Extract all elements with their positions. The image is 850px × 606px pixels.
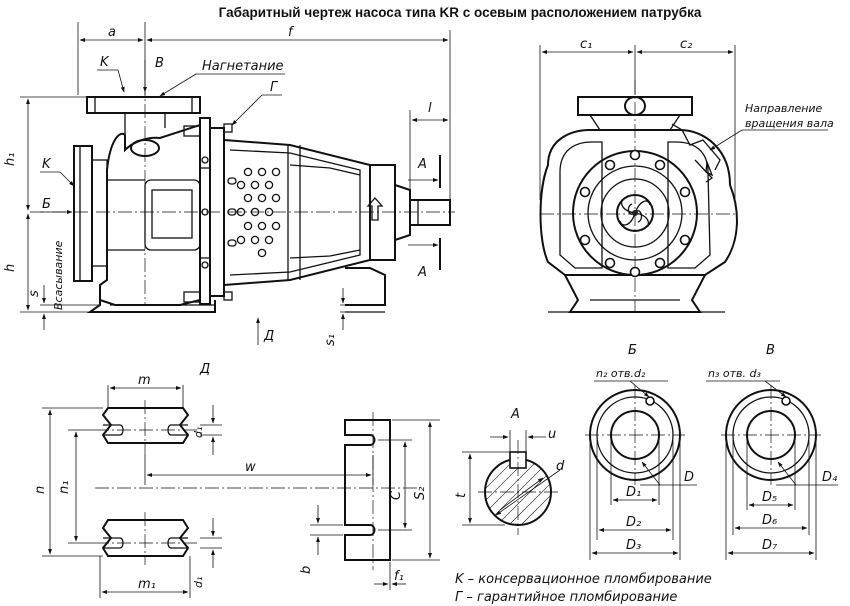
shaft-hatch — [485, 459, 551, 525]
dim-d6: D₆ — [762, 513, 777, 528]
dim-d7: D₇ — [762, 538, 778, 553]
dim-h1: h₁ — [3, 153, 18, 166]
dim-h: h — [3, 264, 18, 272]
impeller — [619, 197, 651, 229]
label-d-arrow: Д — [263, 329, 274, 344]
dim-d: d — [556, 459, 565, 474]
dim-m1: m₁ — [138, 577, 156, 592]
label-view-b: Б — [628, 343, 637, 358]
view-b: Б n₂ отв.d₂ D₁ D₂ D₃ D — [585, 343, 697, 560]
dim-d-b: D — [684, 470, 694, 485]
front-view: c₁ c₂ — [539, 37, 834, 313]
dim-n: n — [33, 486, 48, 494]
rotation-label-1: Направление — [745, 102, 823, 115]
label-b-left: Б — [42, 197, 51, 212]
section-a: A u — [454, 407, 565, 535]
vent-holes — [236, 167, 281, 258]
label-view-v: В — [766, 343, 775, 358]
dim-s1: s₁ — [323, 334, 338, 346]
dim-s: s — [27, 290, 42, 297]
dim-l: l — [428, 101, 432, 116]
label-discharge: Нагнетание — [202, 59, 284, 74]
dim-c2: c₂ — [680, 37, 692, 52]
label-view-d: Д — [199, 362, 210, 377]
label-k-top: K — [100, 55, 110, 70]
drawing-title: Габаритный чертеж насоса типа KR с осевы… — [219, 5, 702, 20]
note-k: K – консервационное пломбирование — [455, 572, 712, 587]
dim-c: C — [389, 490, 404, 500]
dim-a: a — [108, 25, 116, 40]
label-g: Г — [270, 80, 279, 95]
view-v: В n₃ отв. d₃ D₅ D₆ D₇ D₄ — [706, 343, 838, 560]
dim-b: b — [299, 566, 314, 574]
label-k-side: K — [42, 157, 52, 172]
note-g: Г – гарантийное пломбирование — [455, 590, 677, 605]
label-n2-holes: n₂ отв.d₂ — [596, 367, 646, 380]
dim-w: w — [245, 460, 256, 475]
label-suction: Всасывание — [52, 240, 65, 310]
label-n3-holes: n₃ отв. d₃ — [708, 367, 761, 380]
dim-d5: D₅ — [762, 490, 777, 505]
dim-d1-bottom: d₁ — [192, 577, 205, 588]
dim-d1-b: D₁ — [626, 485, 641, 500]
dim-f: f — [288, 25, 295, 40]
dim-m: m — [138, 373, 151, 388]
dim-c1: c₁ — [580, 37, 592, 52]
dim-d4: D₄ — [822, 470, 838, 485]
label-a-upper: A — [417, 157, 427, 172]
dim-s2: S₂ — [413, 487, 428, 500]
dim-f1: f₁ — [394, 569, 404, 584]
dim-d3-b: D₃ — [626, 538, 641, 553]
dim-d1-top: d₁ — [192, 427, 205, 438]
label-section-a: A — [510, 407, 520, 422]
side-view: a f K B Нагнетание Г — [3, 22, 455, 346]
dim-d2-b: D₂ — [626, 515, 641, 530]
label-b-top: B — [155, 56, 164, 71]
dim-u: u — [548, 427, 556, 442]
view-d: Д m d₁ m₁ d₁ — [33, 362, 440, 598]
dim-n1: n₁ — [57, 481, 72, 494]
flange-bolts — [579, 149, 691, 278]
dim-t: t — [454, 492, 469, 498]
label-a-lower: A — [417, 265, 427, 280]
rotation-label-2: вращения вала — [745, 117, 834, 130]
